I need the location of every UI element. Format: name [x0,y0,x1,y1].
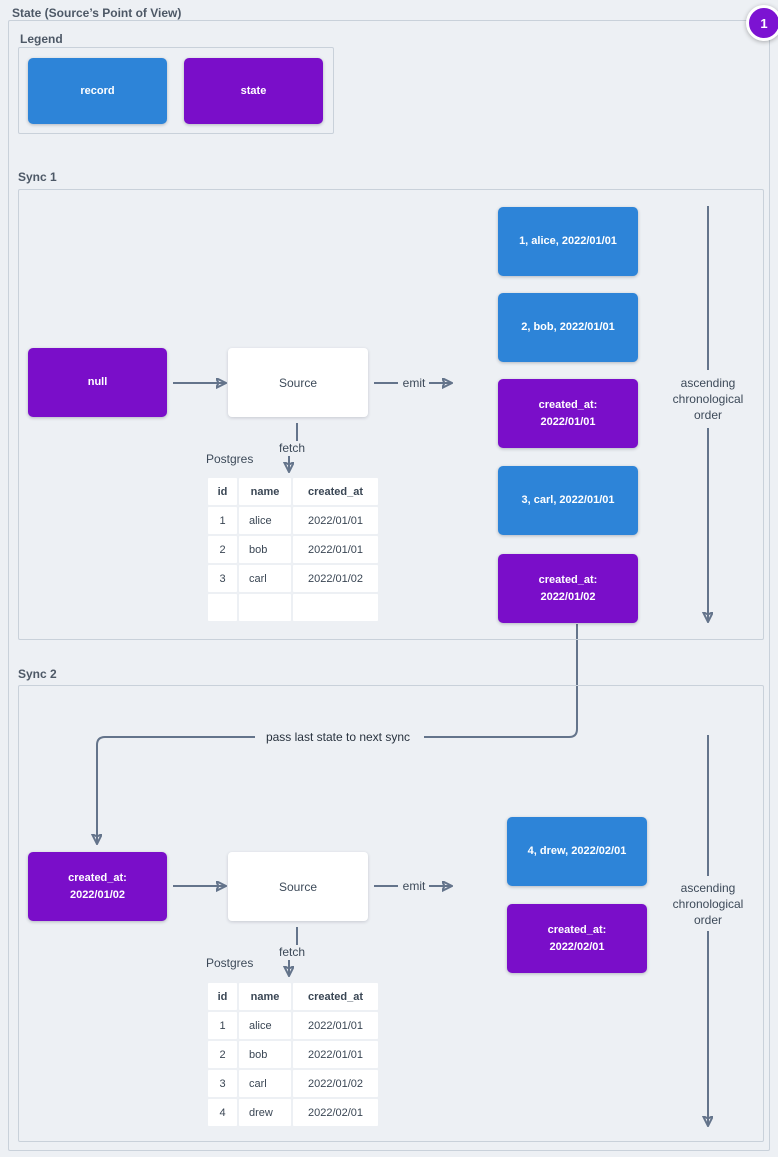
cell-name: bob [239,536,291,563]
cell-name [239,594,291,621]
sync1-input-state: null [28,348,167,417]
cell-name: carl [239,565,291,592]
sync2-emitted-record-1: 4, drew, 2022/02/01 [507,817,647,886]
column-header: id [208,478,237,505]
cell-id: 4 [208,1099,237,1126]
sync1-emit-label: emit [402,376,426,390]
sync1-frame [18,189,764,640]
legend-frame [18,47,334,134]
column-header: created_at [293,478,378,505]
cell-name: bob [239,1041,291,1068]
sync2-postgres-table: id name created_at 1 alice 2022/01/01 2 … [206,981,380,1128]
legend-state-swatch: state [184,58,323,124]
sync2-title: Sync 2 [18,667,57,681]
sync1-emitted-record-3: 3, carl, 2022/01/01 [498,466,638,535]
pass-state-label: pass last state to next sync [265,730,411,744]
sync1-fetch-label: fetch [278,441,305,455]
sync2-emit-label: emit [402,879,426,893]
sync1-db-label: Postgres [206,452,254,466]
cell-created-at: 2022/01/01 [293,536,378,563]
legend-record-swatch: record [28,58,167,124]
cell-id [208,594,237,621]
sync1-emitted-state-2: created_at: 2022/01/02 [498,554,638,623]
cell-created-at: 2022/01/01 [293,507,378,534]
cell-created-at: 2022/01/01 [293,1012,378,1039]
cell-id: 1 [208,1012,237,1039]
sync2-order-note: ascending chronological order [672,881,744,927]
cell-created-at: 2022/01/01 [293,1041,378,1068]
cell-id: 2 [208,1041,237,1068]
table-row: 3 carl 2022/01/02 [208,1070,378,1097]
table-row: 4 drew 2022/02/01 [208,1099,378,1126]
cell-created-at [293,594,378,621]
sync1-postgres-table: id name created_at 1 alice 2022/01/01 2 … [206,476,380,623]
column-header: name [239,478,291,505]
sync2-db-label: Postgres [206,956,254,970]
column-header: name [239,983,291,1010]
page-title: State (Source’s Point of View) [12,6,182,20]
cell-created-at: 2022/01/02 [293,1070,378,1097]
cell-created-at: 2022/02/01 [293,1099,378,1126]
cell-name: carl [239,1070,291,1097]
cell-name: drew [239,1099,291,1126]
sync2-fetch-label: fetch [278,945,305,959]
sync2-source-node: Source [228,852,368,921]
sync2-input-state: created_at: 2022/01/02 [28,852,167,921]
cell-id: 1 [208,507,237,534]
sync1-emitted-state-1: created_at: 2022/01/01 [498,379,638,448]
table-row: 1 alice 2022/01/01 [208,507,378,534]
column-header: created_at [293,983,378,1010]
sync2-frame [18,685,764,1142]
sync1-title: Sync 1 [18,170,57,184]
table-row: 3 carl 2022/01/02 [208,565,378,592]
cell-id: 3 [208,565,237,592]
annotation-badge-1[interactable]: 1 [746,5,778,41]
cell-name: alice [239,1012,291,1039]
sync1-emitted-record-1: 1, alice, 2022/01/01 [498,207,638,276]
sync1-order-note: ascending chronological order [672,376,744,422]
cell-id: 3 [208,1070,237,1097]
outer-frame [8,20,770,1151]
cell-name: alice [239,507,291,534]
table-row: 2 bob 2022/01/01 [208,536,378,563]
table-row: 1 alice 2022/01/01 [208,1012,378,1039]
column-header: id [208,983,237,1010]
cell-id: 2 [208,536,237,563]
sync1-emitted-record-2: 2, bob, 2022/01/01 [498,293,638,362]
sync1-source-node: Source [228,348,368,417]
legend-title: Legend [20,32,63,46]
table-row: 2 bob 2022/01/01 [208,1041,378,1068]
sync2-emitted-state-1: created_at: 2022/02/01 [507,904,647,973]
table-row-empty [208,594,378,621]
cell-created-at: 2022/01/02 [293,565,378,592]
